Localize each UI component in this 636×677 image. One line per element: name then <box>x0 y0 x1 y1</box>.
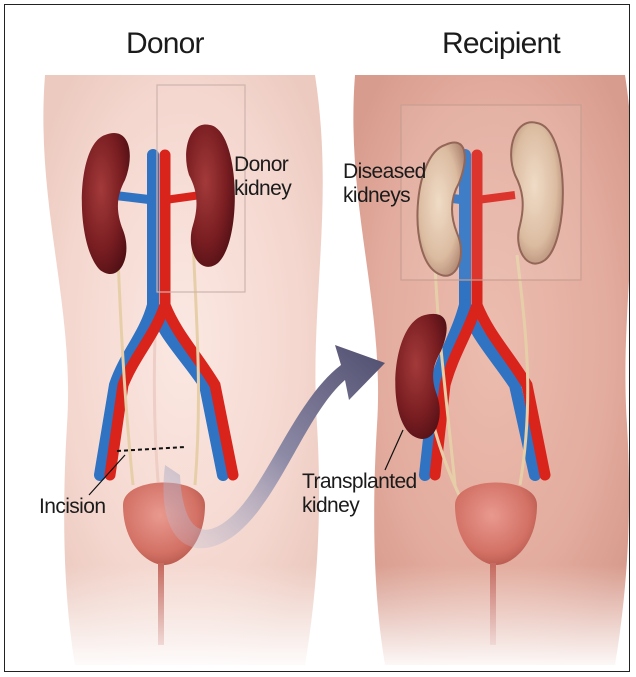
bottom-fade <box>5 565 630 672</box>
transplanted-kidney-label: Transplanted kidney <box>302 470 417 518</box>
donor-kidney-label-line1: Donor <box>234 153 291 177</box>
diseased-kidneys-label-line2: kidneys <box>343 184 426 208</box>
diagram-frame: Donor Recipient Donor kidney Diseased ki… <box>4 4 630 672</box>
recipient-title: Recipient <box>442 27 560 61</box>
kidney-transplant-illustration <box>5 5 630 672</box>
diseased-kidneys-highlight-box <box>401 105 581 280</box>
diseased-kidneys-label: Diseased kidneys <box>343 160 426 208</box>
diseased-kidneys-label-line1: Diseased <box>343 160 426 184</box>
transplanted-kidney-label-line2: kidney <box>302 494 417 518</box>
donor-kidney-label-line2: kidney <box>234 177 291 201</box>
donor-title: Donor <box>126 27 204 61</box>
donor-kidney-label: Donor kidney <box>234 153 291 201</box>
transplanted-kidney-label-line1: Transplanted <box>302 470 417 494</box>
incision-label: Incision <box>39 495 105 519</box>
